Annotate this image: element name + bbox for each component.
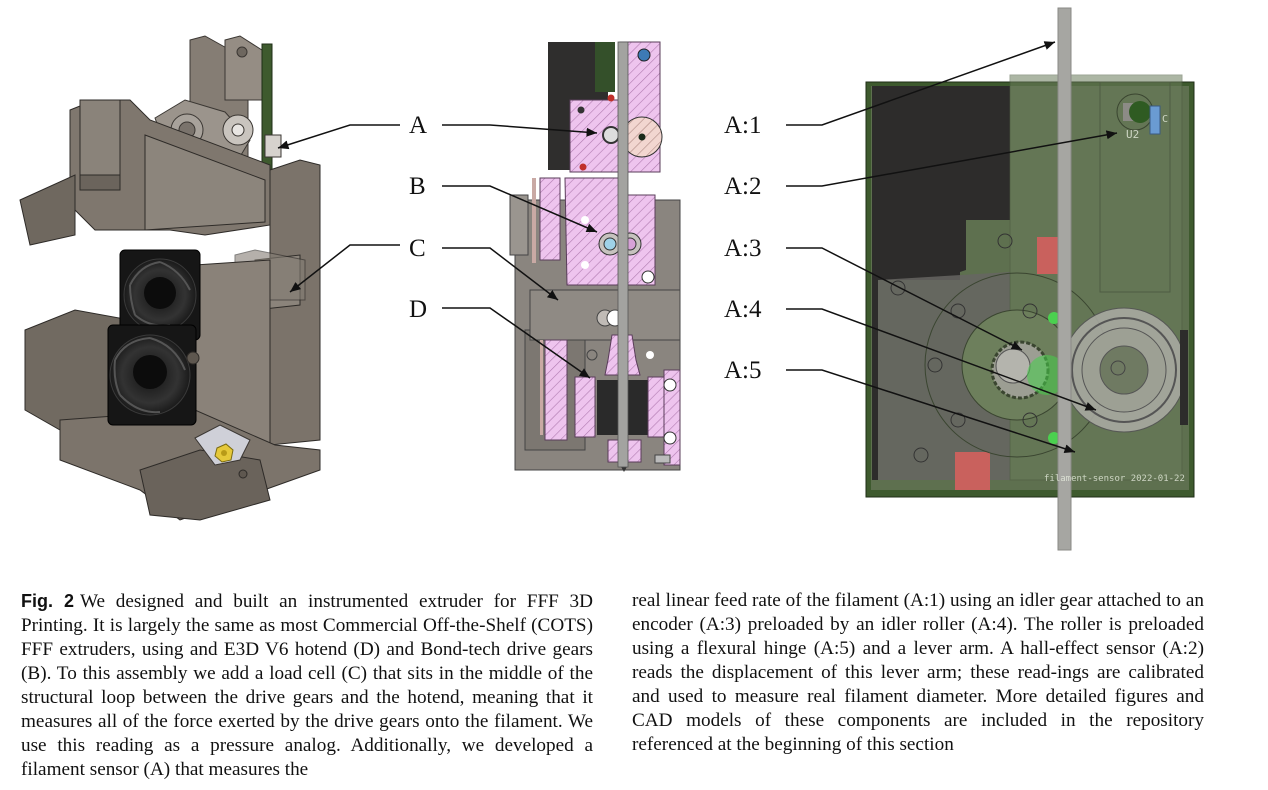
label-a1: A:1 bbox=[724, 112, 762, 139]
filament bbox=[1057, 7, 1072, 551]
connector-block bbox=[872, 86, 1010, 480]
label-a: A bbox=[409, 112, 428, 139]
label-a3: A:3 bbox=[724, 235, 762, 262]
section-filament-channel bbox=[617, 41, 629, 468]
label-b: B bbox=[409, 173, 426, 200]
leader-lines-sensor bbox=[786, 41, 1118, 454]
encoder-gear bbox=[890, 233, 1110, 463]
hall-effect-sensor bbox=[1116, 93, 1161, 135]
figure-artwork bbox=[19, 7, 1195, 551]
label-c: C bbox=[409, 235, 426, 262]
nozzle-plate bbox=[194, 424, 251, 466]
leader-lines-main-left bbox=[277, 124, 400, 293]
caption-text-right: real linear feed rate of the filament (A… bbox=[632, 590, 1204, 755]
cooling-fan-upper bbox=[119, 249, 201, 341]
leader-lines-main-right bbox=[442, 124, 598, 379]
extruder-isometric-view bbox=[19, 35, 321, 521]
filament-sensor-view bbox=[865, 7, 1195, 551]
figure-number: Fig. 2 bbox=[21, 591, 74, 611]
label-a5: A:5 bbox=[724, 357, 762, 384]
silkscreen-board-title: filament-sensor 2022-01-22 bbox=[1044, 474, 1185, 484]
caption-right-column: real linear feed rate of the filament (A… bbox=[632, 589, 1204, 757]
label-a2: A:2 bbox=[724, 173, 762, 200]
silkscreen-pad-ref: C bbox=[1162, 114, 1169, 125]
figure-2: U2 C filament-sensor 2022-01-22 A B C D … bbox=[19, 7, 1195, 551]
label-d: D bbox=[409, 296, 428, 323]
drive-gear-block bbox=[564, 177, 656, 286]
silkscreen-part-ref: U2 bbox=[1126, 128, 1140, 141]
idler-roller-bearing bbox=[1061, 307, 1187, 433]
heatsink-fins bbox=[597, 380, 648, 435]
label-a4: A:4 bbox=[724, 296, 762, 323]
extruder-section-view bbox=[509, 41, 681, 472]
cooling-fan-lower bbox=[107, 324, 197, 426]
caption-text-left: We designed and built an instrumented ex… bbox=[21, 591, 593, 780]
